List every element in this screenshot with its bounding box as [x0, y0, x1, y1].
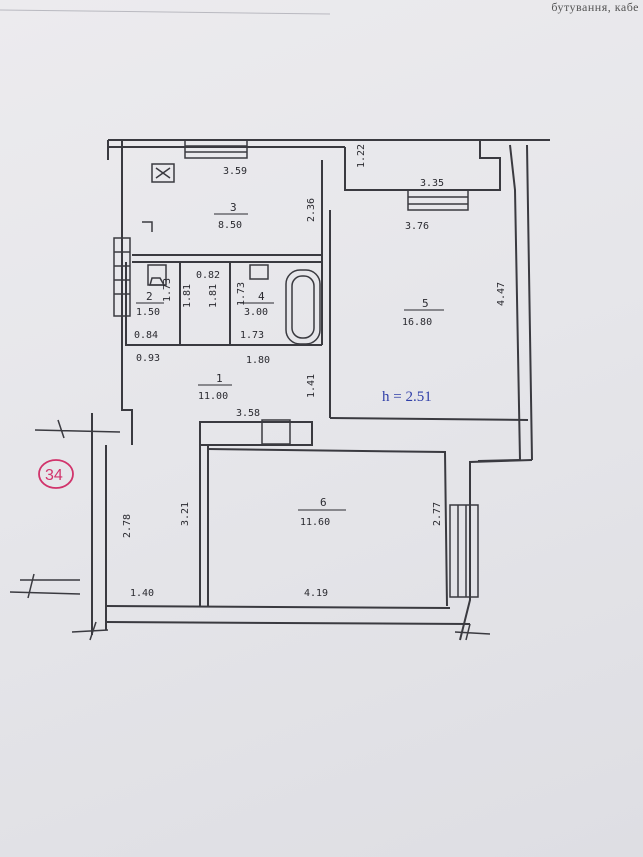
room-6-number: 6 — [320, 496, 327, 509]
west-wall-lower — [91, 413, 107, 635]
room5-south-wall — [329, 417, 529, 421]
cut-marks — [9, 419, 491, 641]
dim-3-35: 3.35 — [420, 178, 444, 189]
south-wall — [105, 605, 471, 625]
stove-icon — [151, 163, 175, 183]
top-rule-line — [0, 9, 331, 15]
ceiling-height-label: h = 2.51 — [382, 389, 432, 405]
room6-walls — [207, 448, 448, 607]
dim-1-22: 1.22 — [356, 144, 367, 168]
dim-0-82: 0.82 — [196, 270, 220, 281]
room-4-area: 3.00 — [244, 307, 268, 318]
dim-1-73-b: 1.73 — [236, 282, 247, 306]
dim-2-77: 2.77 — [432, 502, 443, 526]
dim-3-76: 3.76 — [405, 221, 429, 232]
bathtub-icon — [285, 269, 321, 345]
dim-1-81-b: 1.81 — [208, 284, 219, 308]
east-wall-step — [477, 459, 521, 462]
dim-1-73-a: 1.73 — [162, 278, 173, 302]
dim-2-36: 2.36 — [306, 198, 317, 222]
dim-3-58: 3.58 — [236, 408, 260, 419]
room-3-area: 8.50 — [218, 220, 242, 231]
washbasin-icon — [249, 264, 269, 280]
west-window — [113, 237, 131, 317]
kitchen-window — [184, 139, 248, 159]
stamp: 34 — [38, 459, 74, 489]
dim-3-59: 3.59 — [223, 166, 247, 177]
room-3-number: 3 — [230, 201, 237, 214]
dim-4-47: 4.47 — [496, 282, 507, 306]
dim-1-41: 1.41 — [306, 374, 317, 398]
dim-0-93: 0.93 — [136, 353, 160, 364]
west-wall-upper — [107, 140, 133, 445]
east-wall-lower — [459, 459, 533, 641]
kitchen-south-wall — [132, 254, 322, 263]
dim-0-84: 0.84 — [134, 330, 158, 341]
room-6-area: 11.60 — [300, 517, 330, 528]
room-5-area: 16.80 — [402, 317, 432, 328]
dimension-labels: 3.59 1.22 3.35 3.76 2.36 0.82 1.73 1.81 … — [122, 144, 507, 599]
dim-2-78: 2.78 — [122, 514, 133, 538]
room5-window — [407, 189, 469, 211]
room-labels: 3 8.50 2 1.50 4 3.00 5 16.80 1 11.00 6 1… — [136, 201, 444, 528]
room-2-number: 2 — [146, 290, 153, 303]
door-room6 — [261, 419, 291, 445]
walls — [91, 139, 550, 641]
bath-block — [125, 262, 322, 346]
windows — [113, 139, 479, 598]
dim-1-80: 1.80 — [246, 355, 270, 366]
header-text: бутування, кабе — [551, 0, 639, 14]
room-5-number: 5 — [422, 297, 429, 310]
room6-west-wall — [199, 445, 209, 606]
room-4-number: 4 — [258, 290, 265, 303]
dim-1-73-c: 1.73 — [240, 330, 264, 341]
dim-1-81-a: 1.81 — [182, 284, 193, 308]
dim-3-21: 3.21 — [180, 502, 191, 526]
room-1-area: 11.00 — [198, 391, 228, 402]
fixtures — [142, 163, 321, 345]
east-wall — [509, 144, 533, 461]
sink-icon — [142, 221, 153, 232]
stamp-number: 34 — [45, 467, 63, 484]
room5-west-wall — [321, 160, 331, 418]
room-1-number: 1 — [216, 372, 223, 385]
room6-window — [449, 504, 479, 598]
dim-4-19: 4.19 — [304, 588, 328, 599]
north-wall — [108, 139, 480, 148]
hall-south-wall — [199, 421, 313, 446]
room-2-area: 1.50 — [136, 307, 160, 318]
balcony-notch — [344, 140, 501, 191]
dim-1-40: 1.40 — [130, 588, 154, 599]
